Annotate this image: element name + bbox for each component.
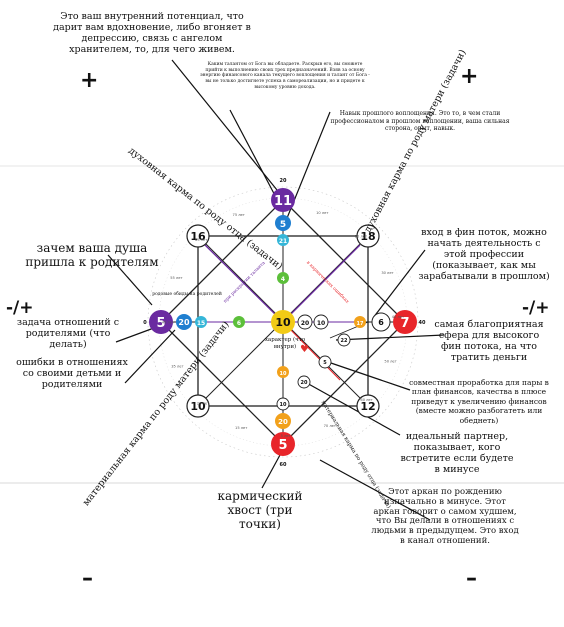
age-label: 45 лет [162, 320, 174, 324]
label-center: 10 [275, 316, 291, 329]
label-center-r1: 20 [301, 320, 309, 327]
note-inner-potential: Это ваш внутренний потенциал, что дарит … [53, 11, 251, 55]
age-label: 70 лет [324, 424, 336, 428]
note-children-errors: ошибки в отношениях со своими детьми и р… [16, 357, 128, 390]
note-character: характер (что внутри) [264, 337, 306, 350]
label-left: 5 [156, 316, 165, 331]
node-top-inner2 [277, 234, 289, 246]
note-talent-from-god: Каким талантом от Бога вы обладаете. Рас… [200, 62, 370, 90]
purple-line [204, 244, 284, 323]
tick-right: 40 [419, 320, 426, 326]
label-right: 7 [400, 316, 409, 331]
label-money-3: 20 [301, 380, 308, 386]
corner-nodes [186, 224, 391, 418]
sign-minus-left: – [82, 566, 93, 591]
age-labels: 10 лет 20 лет 30 лет 40 лет 50 лет 60 лет 70 л… [162, 211, 404, 438]
label-left-inner: 20 [178, 318, 190, 327]
note-ideal-partner: идеальный партнер, показывает, кого встр… [400, 431, 514, 475]
node-top [271, 188, 295, 212]
age-label: 20 лет [355, 234, 367, 238]
node-left-inner2 [195, 316, 207, 328]
note-karmic-tail: кармический хвост (три точки) [217, 489, 303, 531]
node-mid-right-orange [354, 316, 366, 328]
age-label: 30 лет [381, 271, 393, 275]
label-money-1: 5 [323, 360, 327, 366]
purple-line-2 [282, 244, 361, 323]
node-mid-top-green [277, 272, 289, 284]
note-birth-arcana: Этот аркан по рождению изначально в мину… [371, 487, 519, 546]
node-bottom-inner2 [276, 397, 290, 411]
red-line [282, 321, 341, 381]
label-tl: 16 [190, 230, 206, 243]
node-bottom [271, 432, 295, 456]
node-mid-bottom-orange [277, 366, 289, 378]
heart-icon: ♥ [300, 344, 309, 355]
node-bottom-inner [275, 413, 291, 429]
label-top: 11 [274, 194, 292, 209]
tick-left: 0 [143, 320, 147, 326]
note-money-flow-entry: вход в фин поток, можно начать деятельно… [418, 227, 550, 282]
node-left-inner [176, 314, 192, 330]
age-label: 10 лет [316, 211, 328, 215]
label-bottom: 5 [278, 438, 287, 453]
label-mid-top-green: 4 [281, 276, 285, 283]
age-label: 40 лет [392, 315, 404, 319]
label-center-r2: 10 [317, 320, 325, 327]
label-bl: 10 [190, 400, 206, 413]
note-past-life-skill: Навык прошлого воплощения. Это то, в чем… [330, 110, 510, 132]
label-mid-right-orange: 17 [357, 321, 364, 327]
note-couple-work: совместная проработка для пары в план фи… [409, 378, 549, 425]
age-label: 65 лет [195, 238, 207, 242]
sign-pm-right: -/+ [522, 298, 550, 318]
age-label: 15 лет [235, 426, 247, 430]
label-left-inner2: 15 [197, 320, 205, 327]
note-parents-relations: задача отношений с родителями (что делат… [16, 317, 120, 350]
tick-top: 20 [280, 178, 287, 184]
sign-minus-right: – [466, 566, 477, 591]
node-top-inner [275, 215, 291, 231]
note-soul-purpose: зачем ваша душа пришла к родителям [25, 241, 159, 269]
age-label: 75 лет [233, 213, 245, 217]
node-center [271, 310, 295, 334]
age-label: 60 лет [360, 398, 372, 402]
node-right [393, 310, 417, 334]
age-label: 55 лет [170, 276, 182, 280]
age-label: 35 лет [171, 365, 183, 369]
label-br: 12 [360, 400, 375, 413]
label-top-inner2: 21 [279, 238, 287, 245]
age-label: 5 лет [281, 434, 291, 438]
label-mid-bottom-orange: 10 [280, 371, 287, 377]
sign-plus-left: + [80, 68, 99, 93]
age-label: 25 лет [197, 402, 209, 406]
node-left [149, 310, 173, 334]
sign-plus-right: + [460, 64, 479, 89]
label-tr: 18 [360, 230, 375, 243]
node-mid-left-green [233, 316, 245, 328]
label-right-inner: 6 [378, 318, 384, 327]
label-bottom-inner: 20 [278, 418, 288, 426]
sign-pm-left: -/+ [6, 298, 34, 318]
label-bottom-inner2: 10 [280, 402, 287, 408]
note-best-spending: самая благоприятная сфера для высокого ф… [434, 319, 544, 363]
label-top-inner: 5 [280, 220, 286, 230]
tick-bottom: 60 [280, 462, 287, 468]
label-money-2: 22 [341, 338, 348, 344]
note-parents-resentment: родовые обиды на родителей [152, 292, 222, 297]
label-mid-left-green: 6 [237, 320, 241, 327]
age-label: 50 лет [384, 360, 396, 364]
